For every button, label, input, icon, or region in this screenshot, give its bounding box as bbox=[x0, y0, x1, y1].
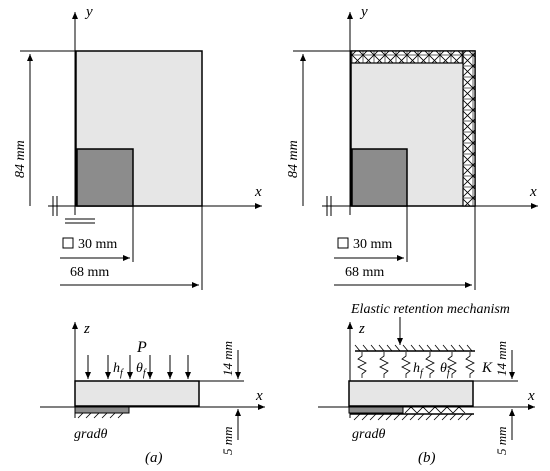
theta-f-a: θf bbox=[136, 361, 147, 379]
thick-bottom-a: 5 mm bbox=[220, 426, 235, 455]
plate-side-b bbox=[348, 380, 474, 407]
square-dim-a: 30 mm bbox=[78, 237, 117, 252]
clamp-right-b bbox=[462, 50, 476, 207]
x-axis-side-label-b: x bbox=[527, 388, 535, 404]
heater-square-b bbox=[351, 148, 408, 207]
heater-side-b bbox=[348, 406, 404, 414]
springs-b bbox=[357, 352, 475, 378]
h-label-a: h bbox=[113, 361, 120, 376]
heater-hatch-a bbox=[77, 412, 124, 419]
heater-square-a bbox=[76, 148, 134, 207]
x-axis-side-label-a: x bbox=[255, 388, 263, 404]
thick-bottom-b: 5 mm bbox=[494, 426, 509, 455]
theta-f-b: θf bbox=[440, 361, 451, 379]
x-axis-label-b: x bbox=[529, 184, 537, 200]
spring-label-b: K bbox=[481, 360, 493, 376]
theta-label-b: θ bbox=[440, 361, 447, 376]
theta-sub-b: f bbox=[447, 368, 451, 379]
width-dim-b: 68 mm bbox=[345, 265, 384, 280]
caption-a: (a) bbox=[145, 450, 163, 466]
y-axis-label-b: y bbox=[359, 4, 368, 20]
h-label-b: h bbox=[413, 361, 420, 376]
thick-top-b: 14 mm bbox=[494, 341, 509, 376]
z-axis-label-a: z bbox=[83, 321, 90, 337]
h-sub-b: f bbox=[420, 368, 424, 379]
heater-side-a bbox=[74, 406, 130, 414]
h-sub-a: f bbox=[120, 368, 124, 379]
plate-side-a bbox=[74, 380, 200, 407]
caption-b: (b) bbox=[418, 450, 436, 466]
retention-hatch-b bbox=[354, 344, 473, 352]
h-f-b: hf bbox=[413, 361, 424, 379]
theta-sub-a: f bbox=[143, 368, 147, 379]
bottom-hatch-b bbox=[353, 413, 473, 421]
height-dim-a: 84 mm bbox=[13, 140, 28, 178]
square-symbol-a bbox=[62, 237, 74, 249]
mechanism-label-b: Elastic retention mechanism bbox=[350, 302, 510, 317]
thick-top-a: 14 mm bbox=[220, 341, 235, 376]
load-arrows-a bbox=[85, 355, 191, 379]
y-axis-label-a: y bbox=[84, 4, 93, 20]
width-dim-a: 68 mm bbox=[70, 265, 109, 280]
square-symbol-b bbox=[337, 237, 349, 249]
load-label-a: P bbox=[136, 339, 147, 356]
plate-a bbox=[75, 50, 203, 207]
panel-a-side-view: z x P hf θf 14 mm 5 mm gradθ (a) bbox=[40, 321, 265, 466]
square-dim-b: 30 mm bbox=[353, 237, 392, 252]
clamp-top-b bbox=[350, 50, 476, 64]
h-f-a: hf bbox=[113, 361, 124, 379]
grad-label-a: gradθ bbox=[74, 427, 107, 442]
grad-label-b: gradθ bbox=[352, 427, 385, 442]
panel-b-side-view: Elastic retention mechanism z hf θf K x bbox=[318, 302, 535, 466]
height-dim-b: 84 mm bbox=[286, 140, 301, 178]
panel-a-top-view: y x 84 mm 30 mm 68 mm bbox=[13, 4, 262, 290]
panel-b-top-view: y x 84 mm 30 mm 68 mm bbox=[286, 4, 538, 290]
x-axis-label-a: x bbox=[254, 184, 262, 200]
z-axis-label-b: z bbox=[358, 321, 365, 337]
bottom-support-b bbox=[404, 406, 466, 414]
theta-label-a: θ bbox=[136, 361, 143, 376]
